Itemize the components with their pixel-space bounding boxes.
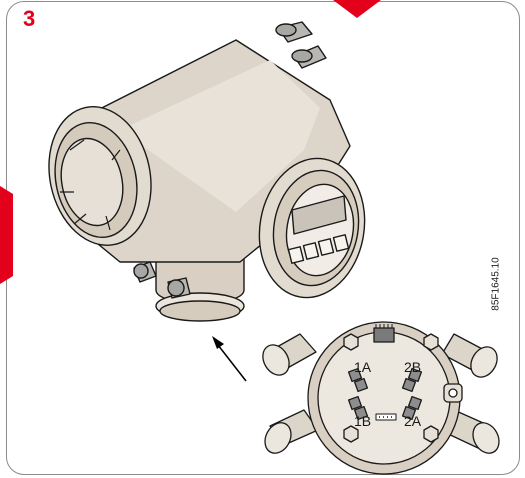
terminal-1A: [347, 367, 369, 393]
gland-mid-right: [291, 45, 327, 69]
gland-bottom-left-2: [167, 277, 191, 299]
terminal-gland-top-right: [441, 333, 498, 378]
red-tab-left-icon: [0, 186, 13, 284]
red-tab-top-icon: [333, 0, 381, 18]
transmitter-housing: [48, 21, 366, 322]
display-cover: [258, 157, 366, 299]
terminal-2A: [401, 395, 423, 421]
left-cover: [48, 106, 152, 246]
terminal-gland-bottom-left: [264, 409, 319, 454]
figure-number: 3: [23, 6, 36, 31]
terminal-label-2A: 2A: [404, 413, 422, 429]
terminal-label-2B: 2B: [404, 359, 422, 375]
gland-top-right: [275, 21, 313, 43]
terminal-gland-top-left: [262, 333, 317, 376]
terminal-1B: [347, 395, 369, 421]
terminal-label-1A: 1A: [354, 359, 372, 375]
terminal-2B: [401, 367, 423, 393]
terminal-label-1B: 1B: [354, 413, 372, 429]
gland-bottom-left-1: [133, 261, 157, 283]
reference-code: 85F1645.10: [490, 257, 502, 311]
terminal-box: [262, 321, 500, 475]
arrow-up-left-icon: [212, 336, 247, 382]
